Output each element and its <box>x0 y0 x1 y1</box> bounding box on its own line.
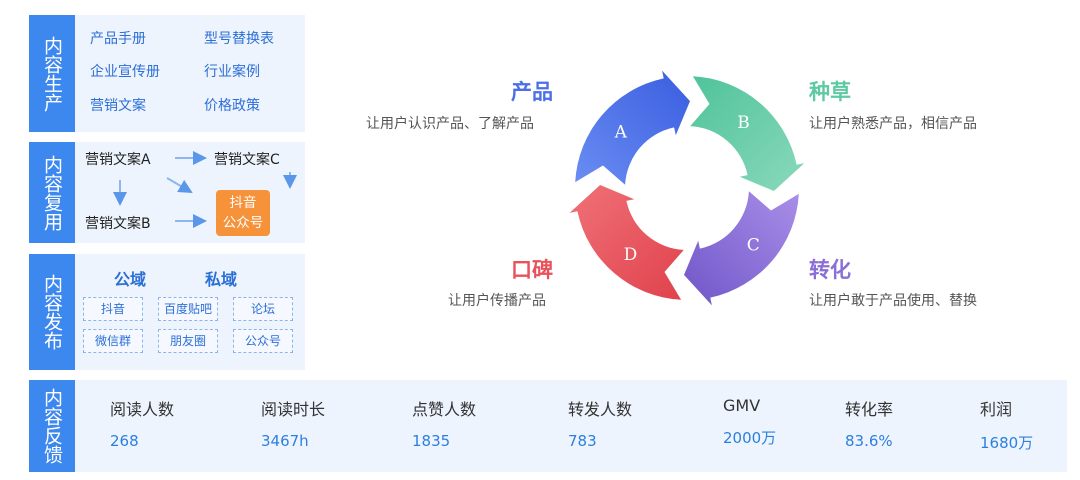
doc-product-manual: 产品手册 <box>90 31 146 47</box>
content-production-panel: 内容生产 产品手册 型号替换表 企业宣传册 行业案例 营销文案 价格政策 <box>29 15 305 132</box>
stage-a-title: 产品 <box>511 80 553 104</box>
platform-forum: 论坛 <box>233 297 293 321</box>
platform-douyin: 抖音 <box>83 297 143 321</box>
segment-c <box>684 191 799 306</box>
stage-d-desc: 让用户传播产品 <box>448 293 546 309</box>
metric-read-time: 阅读时长 3467h <box>261 400 326 450</box>
doc-model-replacement: 型号替换表 <box>204 31 274 47</box>
stage-d-title: 口碑 <box>511 258 553 282</box>
arrow-a-to-target <box>166 177 193 194</box>
metric-shares: 转发人数 783 <box>568 400 633 450</box>
cycle-diagram: A B C D <box>569 70 805 306</box>
segment-a-letter: A <box>614 123 628 143</box>
stage-c-desc: 让用户敢于产品使用、替换 <box>809 293 977 309</box>
content-publish-label: 内容发布 <box>29 254 75 370</box>
doc-company-brochure: 企业宣传册 <box>90 64 160 80</box>
segment-b-letter: B <box>737 113 750 133</box>
content-publish-body: 公域 私域 抖音 百度贴吧 论坛 微信群 朋友圈 公众号 <box>75 254 305 370</box>
platform-official-account: 公众号 <box>233 329 293 353</box>
metric-conversion-rate: 转化率 83.6% <box>845 400 894 450</box>
content-feedback-panel: 内容反馈 阅读人数 268 阅读时长 3467h 点赞人数 1835 转发人数 … <box>29 380 1067 472</box>
stage-a-desc: 让用户认识产品、了解产品 <box>366 116 534 132</box>
doc-industry-case: 行业案例 <box>204 64 260 80</box>
content-reuse-label: 内容复用 <box>29 142 75 243</box>
copy-b: 营销文案B <box>85 216 151 232</box>
content-reuse-body: 营销文案A 营销文案C 营销文案B 抖音 公众号 <box>75 142 305 243</box>
stage-c-title: 转化 <box>809 258 851 282</box>
content-feedback-body: 阅读人数 268 阅读时长 3467h 点赞人数 1835 转发人数 783 G… <box>75 380 1067 472</box>
content-feedback-label: 内容反馈 <box>29 380 75 472</box>
stage-b-title: 种草 <box>809 80 851 104</box>
platform-tieba: 百度贴吧 <box>158 297 218 321</box>
content-production-body: 产品手册 型号替换表 企业宣传册 行业案例 营销文案 价格政策 <box>75 15 305 132</box>
stage-b-desc: 让用户熟悉产品，相信产品 <box>809 116 977 132</box>
metric-profit: 利润 1680万 <box>980 400 1034 452</box>
reuse-arrows <box>113 151 297 228</box>
segment-b <box>690 76 805 191</box>
metric-readers: 阅读人数 268 <box>110 400 175 450</box>
segment-d <box>569 185 684 300</box>
target-platform-badge: 抖音 公众号 <box>216 190 270 236</box>
doc-marketing-copy: 营销文案 <box>90 98 146 114</box>
segment-c-letter: C <box>747 236 760 256</box>
public-domain-label: 公域 <box>114 270 147 289</box>
segment-a <box>575 70 690 185</box>
platform-moments: 朋友圈 <box>158 329 218 353</box>
segment-d-letter: D <box>624 245 638 265</box>
copy-c: 营销文案C <box>214 152 280 168</box>
metric-likes: 点赞人数 1835 <box>412 400 477 450</box>
content-reuse-panel: 内容复用 营销文案A 营销文案C 营销文案B 抖音 公众号 <box>29 142 305 243</box>
platform-wechat-group: 微信群 <box>83 329 143 353</box>
content-publish-panel: 内容发布 公域 私域 抖音 百度贴吧 论坛 微信群 朋友圈 公众号 <box>29 254 305 370</box>
private-domain-label: 私域 <box>205 270 238 289</box>
metric-gmv: GMV 2000万 <box>723 396 777 447</box>
content-production-label: 内容生产 <box>29 15 75 132</box>
copy-a: 营销文案A <box>85 152 151 168</box>
doc-price-policy: 价格政策 <box>204 98 260 114</box>
